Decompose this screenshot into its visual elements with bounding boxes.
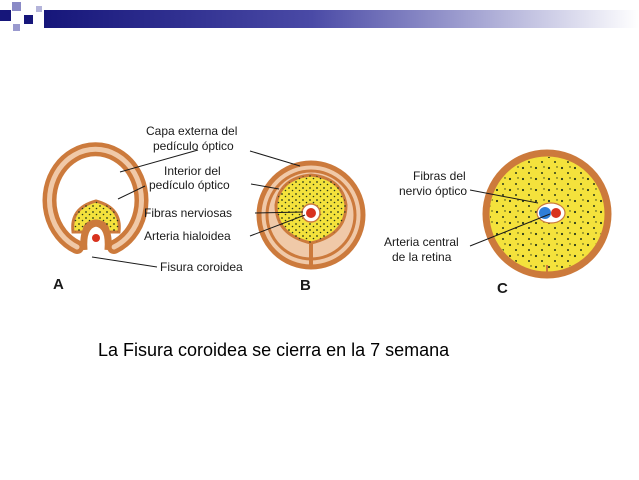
label-capa-externa-2: pedículo óptico — [153, 139, 234, 153]
label-fibras-nerviosas: Fibras nerviosas — [144, 206, 232, 220]
panel-label-c: C — [497, 280, 508, 297]
leader-lines — [91, 149, 551, 268]
panel-c-nerve — [482, 149, 612, 279]
label-fisura-coroidea: Fisura coroidea — [160, 260, 243, 274]
central-vein-c — [539, 207, 551, 219]
hyaloid-artery-a — [92, 234, 100, 242]
banner-square — [24, 15, 33, 24]
panel-b-stalk — [256, 160, 366, 270]
central-artery-c — [551, 208, 561, 218]
label-interior-2: pedículo óptico — [149, 178, 230, 192]
slide-caption: La Fisura coroidea se cierra en la 7 sem… — [98, 340, 450, 360]
label-arteria-central-1: Arteria central — [384, 235, 459, 249]
banner-square — [0, 10, 11, 21]
banner-square — [13, 24, 20, 31]
panel-label-b: B — [300, 277, 311, 294]
label-capa-externa-1: Capa externa del — [146, 124, 237, 138]
panel-a-stalk — [42, 142, 149, 254]
panel-label-a: A — [53, 276, 64, 293]
hyaloid-artery-b — [306, 208, 316, 218]
label-arteria-central-2: de la retina — [392, 250, 452, 264]
banner-square — [36, 6, 42, 12]
banner-square — [12, 2, 21, 11]
label-interior-1: Interior del — [164, 164, 221, 178]
header-banner — [0, 2, 639, 31]
label-arteria-hialoidea: Arteria hialoidea — [144, 229, 231, 243]
label-fibras-nervio-1: Fibras del — [413, 169, 466, 183]
label-fibras-nervio-2: nervio óptico — [399, 184, 467, 198]
